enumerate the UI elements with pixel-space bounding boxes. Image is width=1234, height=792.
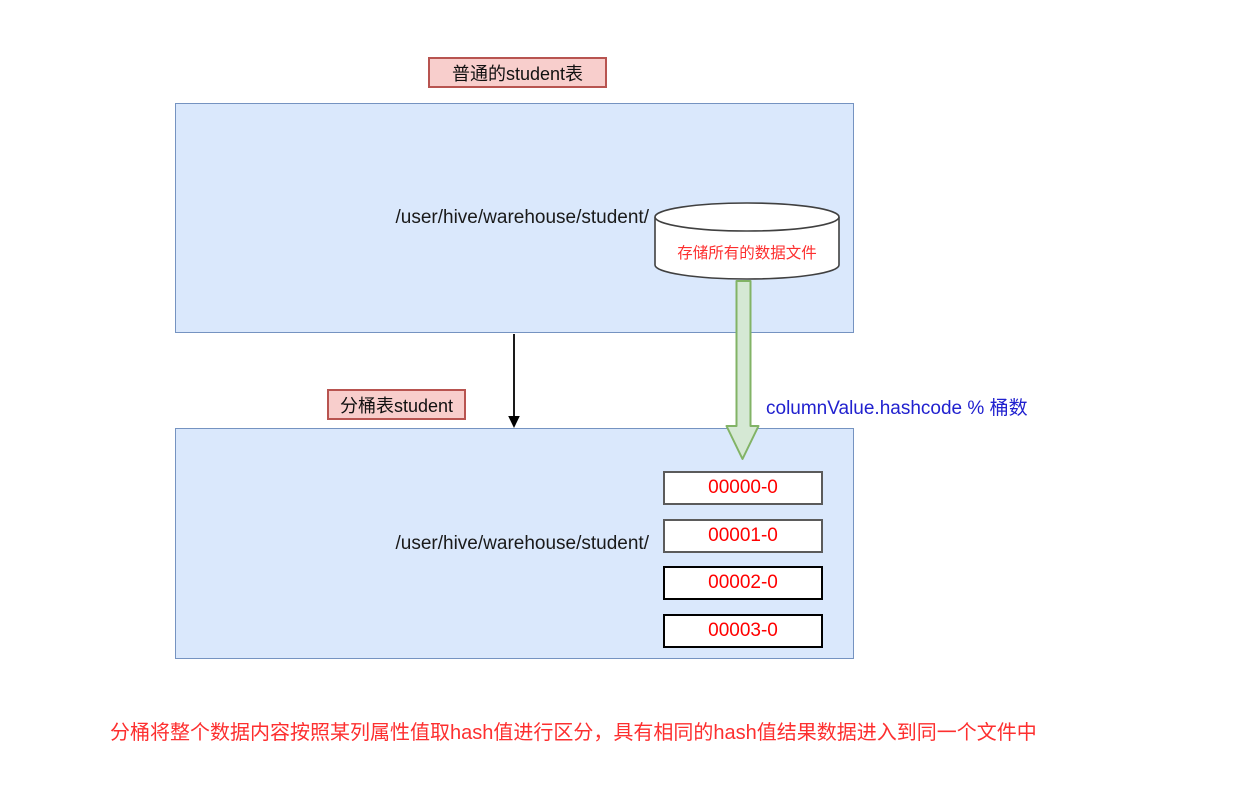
cylinder-label: 存储所有的数据文件 [677,245,817,262]
bucket-file-1: 00001-0 [663,519,823,553]
hash-formula: columnValue.hashcode % 桶数 [766,398,1028,419]
bucket-file-3: 00003-0 [663,614,823,648]
normal-table-path: /user/hive/warehouse/student/ [395,207,650,228]
bucket-table-label-text: 分桶表student [339,395,454,416]
bucket-table-label: 分桶表student [327,389,466,420]
normal-table-label-text: 普通的student表 [451,63,584,84]
down-arrow-icon [508,334,520,428]
bucket-file-2: 00002-0 [663,566,823,600]
bucket-table-path: /user/hive/warehouse/student/ [395,533,650,554]
footnote: 分桶将整个数据内容按照某列属性值取hash值进行区分，具有相同的hash值结果数… [110,722,1037,744]
normal-table-label: 普通的student表 [428,57,607,88]
bucket-file-0: 00000-0 [663,471,823,505]
